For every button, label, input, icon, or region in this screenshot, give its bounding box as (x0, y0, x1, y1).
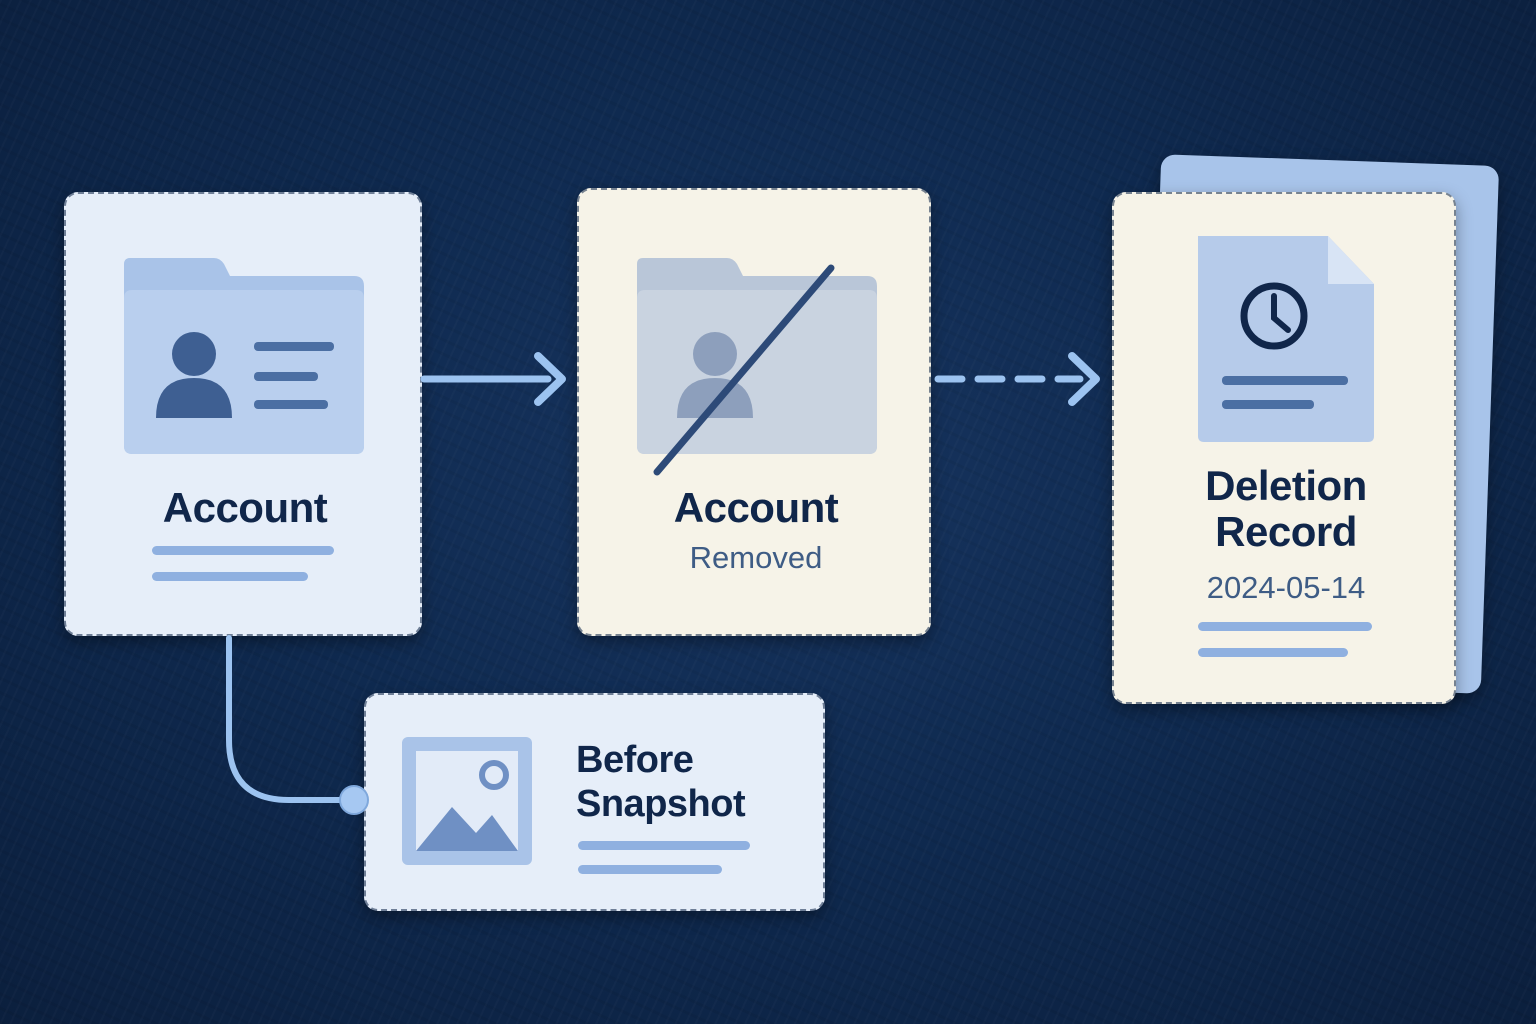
dashed-arrow-removed-to-record (934, 352, 1100, 406)
account-card[interactable]: Account (64, 192, 422, 636)
record-detail-line (1198, 648, 1348, 657)
snapshot-title-line1: Before (576, 739, 694, 781)
account-removed-card[interactable]: Account Removed (577, 188, 931, 636)
snapshot-title-line2: Snapshot (576, 783, 746, 825)
record-title-line2: Record (1215, 508, 1357, 555)
record-detail-line (1198, 622, 1372, 631)
removed-subtitle: Removed (689, 540, 823, 575)
snapshot-detail-line (578, 865, 722, 874)
before-snapshot-card[interactable]: Before Snapshot (364, 693, 825, 911)
arrow-account-to-removed (420, 352, 566, 406)
account-detail-line (152, 546, 334, 555)
deletion-record-card[interactable]: Deletion Record 2024-05-14 (1112, 192, 1456, 704)
removed-title: Account (673, 484, 839, 531)
user-folder-icon (124, 258, 364, 454)
clock-document-icon (1198, 236, 1374, 442)
account-title: Account (162, 484, 328, 531)
snapshot-detail-line (578, 841, 750, 850)
record-date: 2024-05-14 (1206, 570, 1366, 605)
record-title-line1: Deletion (1205, 462, 1367, 509)
account-detail-line (152, 572, 308, 581)
deleted-user-folder-icon (637, 258, 877, 476)
connector-node (339, 785, 369, 815)
connector-account-to-snapshot (226, 635, 369, 815)
image-icon (402, 737, 532, 865)
